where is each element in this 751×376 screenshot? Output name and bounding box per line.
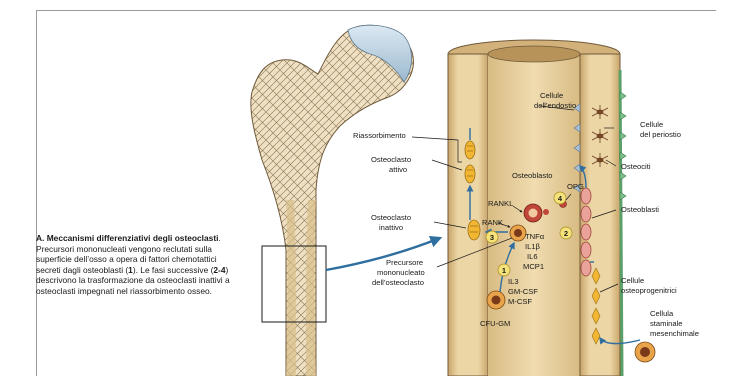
label-il6: IL6	[527, 252, 538, 261]
label-osteoblasto: Osteoblasto	[512, 171, 553, 180]
label-rank: RANK	[482, 218, 503, 227]
label-osteociti: Osteociti	[621, 162, 651, 171]
osteoblast-row	[581, 188, 591, 276]
label-precursore-2: mononucleato	[377, 268, 425, 277]
label-il1: IL1β	[525, 242, 541, 251]
osteoblast-cell	[524, 204, 542, 222]
label-precursore-3: dell’osteoclasto	[372, 278, 424, 287]
label-mcp1: MCP1	[523, 262, 544, 271]
label-staminale-2: staminale	[650, 319, 683, 328]
label-precursore-1: Precursore	[386, 258, 423, 267]
step-1: 1	[502, 266, 506, 275]
label-periostio-1: Cellule	[640, 120, 663, 129]
label-staminale-1: Cellula	[650, 309, 674, 318]
label-periostio-2: del periostio	[640, 130, 681, 139]
label-osteoprog-2: osteoprogenitrici	[621, 286, 677, 295]
precursor-cell	[510, 225, 526, 241]
step-3: 3	[490, 233, 494, 242]
label-osteoclasto-attivo-2: attivo	[389, 165, 407, 174]
label-tnf: TNFα	[525, 232, 545, 241]
label-endostio-1: Cellule	[540, 91, 563, 100]
step-2: 2	[564, 229, 568, 238]
label-rankl: RANKL	[488, 199, 513, 208]
label-opg: OPG	[567, 182, 584, 191]
label-osteoclasto-attivo-1: Osteoclasto	[371, 155, 411, 164]
label-gm-csf: GM-CSF	[508, 287, 538, 296]
cfu-gm-cell	[487, 291, 505, 309]
label-il3: IL3	[508, 277, 519, 286]
label-riassorbimento: Riassorbimento	[353, 131, 406, 140]
label-m-csf: M-CSF	[508, 297, 532, 306]
label-cfu-gm: CFU-GM	[480, 319, 510, 328]
label-osteoclasto-inattivo-2: inattivo	[379, 223, 403, 232]
label-endostio-2: dell’endostio	[534, 101, 576, 110]
femur-illustration	[251, 25, 414, 376]
label-osteoclasto-inattivo-1: Osteoclasto	[371, 213, 411, 222]
label-osteoprog-1: Cellule	[621, 276, 644, 285]
label-osteoblasti: Osteoblasti	[621, 205, 659, 214]
mesenchymal-stem-cell	[635, 342, 655, 362]
label-staminale-3: mesenchimale	[650, 329, 699, 338]
